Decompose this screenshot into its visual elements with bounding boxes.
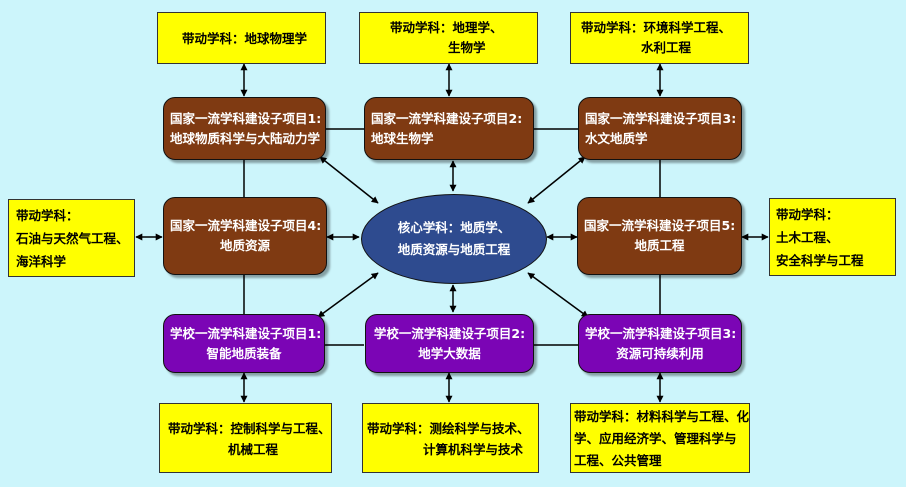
driven-discipline-text: 工程、公共管理: [574, 453, 662, 468]
driven-discipline-text: 机械工程: [228, 442, 279, 457]
national-project-4: 国家一流学科建设子项目4: 地质资源: [163, 197, 327, 275]
project-title: 学校一流学科建设子项目2:: [373, 325, 526, 341]
project-title: 国家一流学科建设子项目5:: [584, 218, 736, 233]
driven-discipline-text: 带动学科：: [776, 207, 839, 222]
driven-discipline-text: 安全科学与工程: [776, 253, 864, 268]
driven-discipline-text: 学、应用经济学、管理科学与: [574, 431, 737, 446]
driven-discipline-bottom-1: 带动学科：控制科学与工程、 机械工程: [159, 403, 332, 473]
project-subtitle: 地学大数据: [418, 345, 481, 361]
school-project-2: 学校一流学科建设子项目2: 地学大数据: [365, 314, 534, 373]
driven-discipline-text: 带动学科：测绘科学与技术、: [367, 421, 530, 436]
driven-discipline-bottom-3: 带动学科：材料科学与工程、化 学、应用经济学、管理科学与 工程、公共管理: [570, 403, 750, 473]
driven-discipline-text: 带动学科：地理学、: [390, 20, 503, 35]
driven-discipline-text: 带动学科：环境科学工程、: [581, 20, 732, 35]
driven-discipline-text: 海洋科学: [16, 254, 67, 269]
connector-arrow: [527, 272, 589, 318]
core-title: 核心学科：地质学、: [397, 220, 511, 235]
connector-arrow: [319, 156, 379, 204]
driven-discipline-text: 带动学科：: [16, 208, 79, 223]
project-title: 国家一流学科建设子项目1:: [170, 110, 322, 126]
project-subtitle: 地质资源: [219, 238, 270, 253]
national-project-2: 国家一流学科建设子项目2: 地球生物学: [364, 97, 534, 160]
project-subtitle: 资源可持续利用: [616, 345, 704, 361]
driven-discipline-text: 带动学科：控制科学与工程、: [168, 421, 331, 436]
project-title: 国家一流学科建设子项目2:: [371, 110, 523, 126]
driven-discipline-top-3: 带动学科：环境科学工程、 水利工程: [570, 12, 749, 64]
driven-discipline-text: 计算机科学与技术: [423, 442, 524, 457]
driven-discipline-bottom-2: 带动学科：测绘科学与技术、 计算机科学与技术: [362, 403, 539, 473]
core-discipline-node: 核心学科：地质学、 地质资源与地质工程: [361, 194, 547, 284]
driven-discipline-text: 水利工程: [641, 40, 692, 55]
project-title: 国家一流学科建设子项目3:: [585, 110, 737, 126]
national-project-3: 国家一流学科建设子项目3: 水文地质学: [578, 97, 742, 160]
project-subtitle: 地质工程: [634, 238, 685, 253]
driven-discipline-top-1: 带动学科：地球物理学: [157, 12, 326, 64]
school-project-3: 学校一流学科建设子项目3: 资源可持续利用: [578, 314, 742, 373]
connector-arrow: [527, 156, 586, 204]
driven-discipline-text: 带动学科：地球物理学: [182, 31, 308, 46]
driven-discipline-top-2: 带动学科：地理学、 生物学: [359, 12, 538, 64]
project-subtitle: 地球物质科学与大陆动力学: [170, 130, 321, 146]
driven-discipline-text: 生物学: [448, 40, 486, 55]
national-project-5: 国家一流学科建设子项目5: 地质工程: [577, 197, 742, 275]
connector-arrow: [317, 272, 379, 318]
driven-discipline-text: 带动学科：材料科学与工程、化: [574, 409, 750, 424]
driven-discipline-left: 带动学科： 石油与天然气工程、 海洋科学: [8, 199, 135, 277]
school-project-1: 学校一流学科建设子项目1: 智能地质装备: [163, 314, 325, 373]
driven-discipline-text: 石油与天然气工程、: [16, 231, 129, 246]
project-title: 国家一流学科建设子项目4:: [170, 218, 322, 233]
driven-discipline-right: 带动学科： 土木工程、 安全科学与工程: [769, 198, 896, 276]
driven-discipline-text: 土木工程、: [776, 230, 839, 245]
project-subtitle: 水文地质学: [585, 130, 648, 146]
project-title: 学校一流学科建设子项目3:: [585, 325, 737, 341]
core-subtitle: 地质资源与地质工程: [397, 242, 511, 257]
national-project-1: 国家一流学科建设子项目1: 地球物质科学与大陆动力学: [163, 97, 326, 160]
project-subtitle: 智能地质装备: [206, 345, 282, 361]
project-title: 学校一流学科建设子项目1:: [170, 325, 322, 341]
project-subtitle: 地球生物学: [371, 130, 434, 146]
